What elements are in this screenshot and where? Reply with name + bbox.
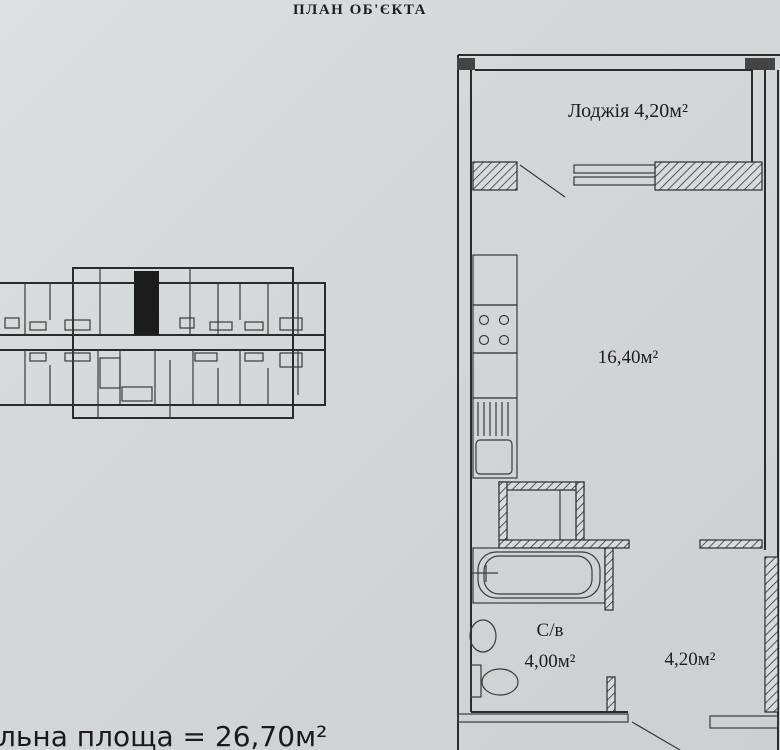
apartment-plan bbox=[457, 54, 780, 750]
loggia-label: Лоджія 4,20м² bbox=[568, 100, 688, 122]
stove-icon bbox=[472, 304, 518, 354]
hall-area: 4,20м² bbox=[665, 649, 716, 670]
bathroom-label: С/в bbox=[537, 620, 564, 641]
toilet-icon bbox=[481, 668, 519, 696]
bathroom-area: 4,00м² bbox=[525, 651, 576, 672]
total-area-text: льна площа = 26,70м² bbox=[0, 720, 327, 750]
document-title: ПЛАН ОБ'ЄКТА bbox=[293, 2, 427, 18]
building-key-plan bbox=[0, 267, 326, 419]
selected-apartment-highlight bbox=[134, 271, 159, 335]
main-room-area: 16,40м² bbox=[598, 347, 659, 368]
sink-icon bbox=[472, 397, 518, 479]
washbasin-icon bbox=[469, 619, 497, 653]
